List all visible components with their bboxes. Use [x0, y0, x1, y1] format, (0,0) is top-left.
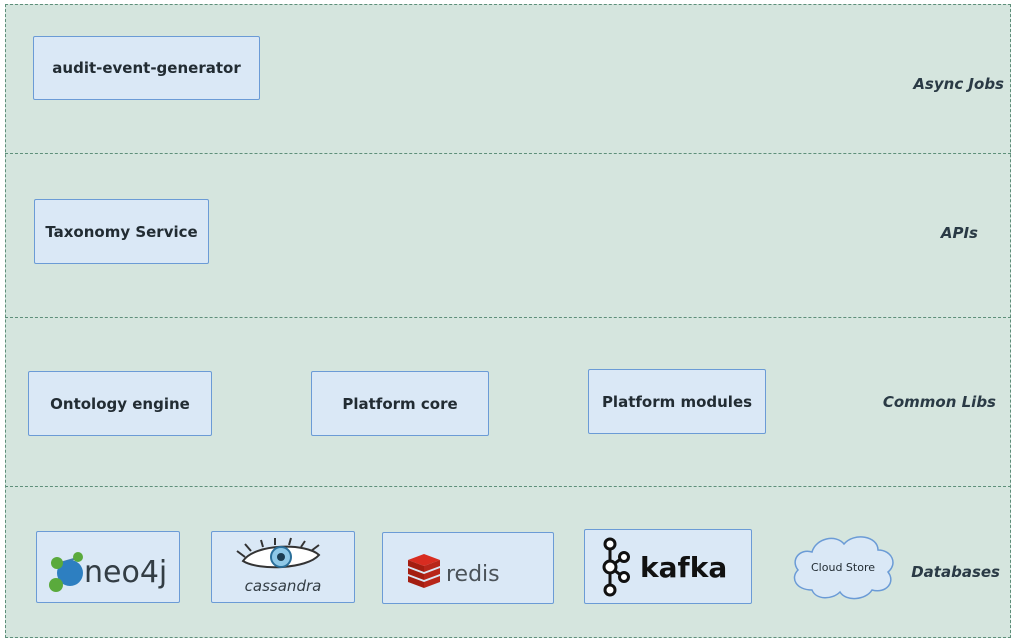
audit-event-generator-box: audit-event-generator [33, 36, 260, 100]
layer-divider [5, 153, 1011, 154]
layer-divider [5, 486, 1011, 487]
redis-logo-text: redis [446, 562, 500, 587]
cloud-store-label: Cloud Store [811, 560, 875, 574]
cloud-store-shape: Cloud Store [788, 530, 898, 604]
kafka-logo-icon: kafka [602, 537, 727, 596]
layer-divider [5, 317, 1011, 318]
neo4j-box: neo4j [36, 531, 180, 603]
ontology-engine-box: Ontology engine [28, 371, 212, 436]
platform-modules-box: Platform modules [588, 369, 766, 434]
redis-logo-icon: redis [408, 554, 500, 588]
cassandra-logo-icon: cassandra [236, 537, 322, 595]
layer-label-async-jobs: Async Jobs [913, 75, 1004, 93]
cassandra-logo-text: cassandra [245, 577, 322, 595]
kafka-logo-text: kafka [640, 551, 727, 584]
kafka-box: kafka [584, 529, 752, 604]
cloud-icon [793, 536, 894, 600]
layer-label-databases: Databases [911, 563, 1000, 581]
neo4j-logo-text: neo4j [84, 555, 167, 590]
layer-label-common-libs: Common Libs [882, 393, 996, 411]
layer-label-apis: APIs [940, 224, 978, 242]
redis-box: redis [382, 532, 554, 604]
platform-core-box: Platform core [311, 371, 489, 436]
neo4j-logo-icon: neo4j [49, 552, 167, 592]
taxonomy-service-box: Taxonomy Service [34, 199, 209, 264]
cassandra-box: cassandra [211, 531, 355, 603]
